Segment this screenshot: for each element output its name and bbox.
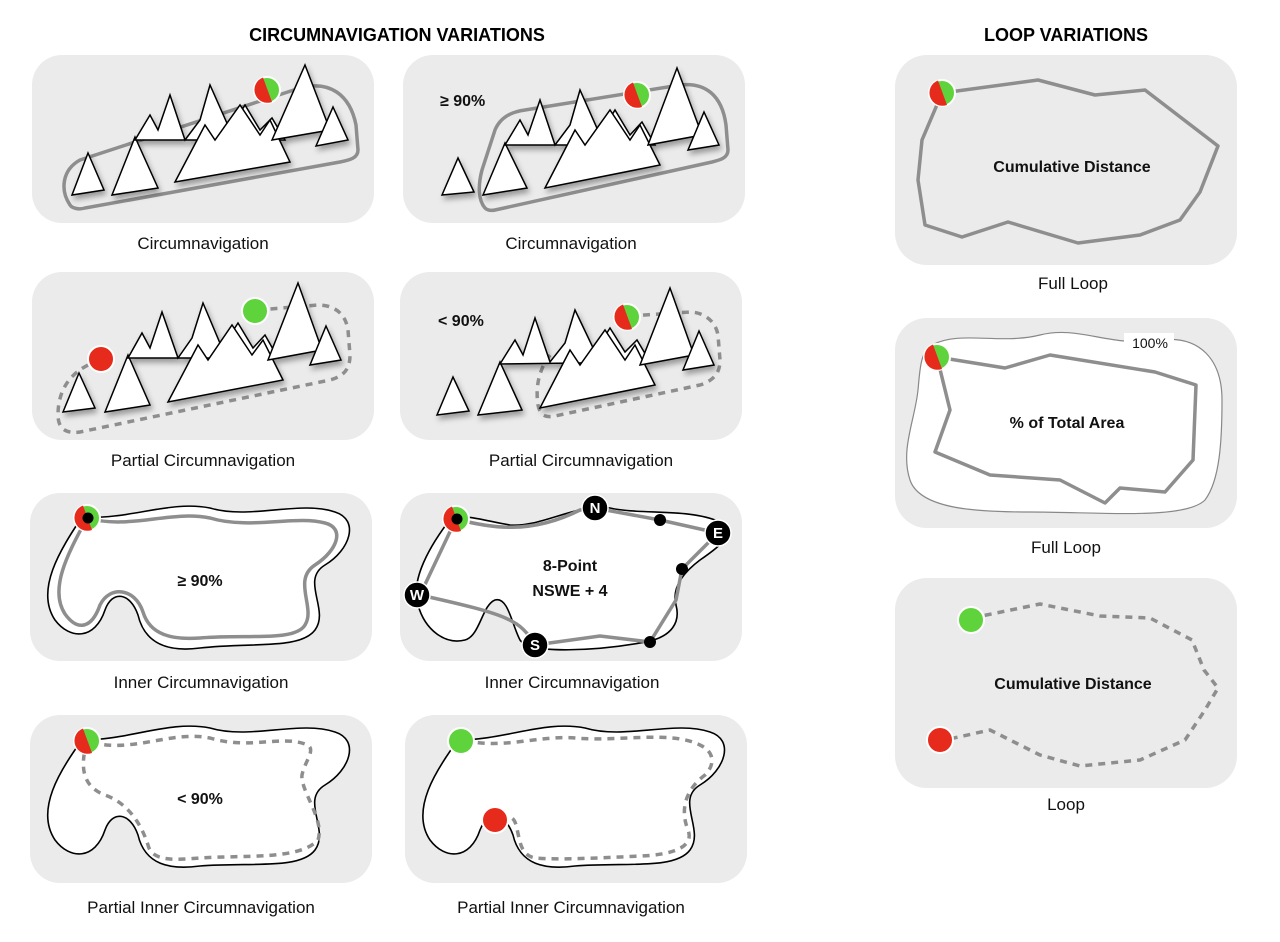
panel-circumnavigation-2: ≥ 90% Circumnavigation bbox=[403, 55, 745, 253]
panel-background bbox=[895, 55, 1237, 265]
panel-caption: Partial Circumnavigation bbox=[111, 451, 295, 470]
panel-caption: Full Loop bbox=[1031, 538, 1101, 557]
panel-partial-inner-circumnavigation-1: < 90% Partial Inner Circumnavigation bbox=[30, 715, 372, 917]
threshold-label: ≥ 90% bbox=[440, 93, 485, 110]
loop-section-title: LOOP VARIATIONS bbox=[984, 25, 1148, 45]
compass-point-north: N bbox=[581, 494, 609, 522]
panel-caption: Inner Circumnavigation bbox=[114, 673, 289, 692]
mountain-range bbox=[70, 63, 350, 196]
waypoint-dot bbox=[644, 636, 656, 648]
panel-caption: Circumnavigation bbox=[505, 234, 636, 253]
compass-label: W bbox=[410, 587, 425, 604]
panel-caption: Partial Inner Circumnavigation bbox=[87, 898, 315, 917]
mountain-range bbox=[440, 65, 721, 196]
route-line-dashed bbox=[464, 735, 714, 861]
panel-full-loop-area: 100% % of Total Area Full Loop bbox=[895, 318, 1237, 557]
threshold-label: < 90% bbox=[438, 313, 484, 330]
panel-circumnavigation-1: Circumnavigation bbox=[32, 55, 374, 253]
waypoint-dot bbox=[654, 514, 666, 526]
start-end-marker bbox=[928, 79, 956, 107]
method-label-line2: NSWE + 4 bbox=[532, 583, 607, 600]
panel-inner-circumnavigation-8point: N E W S 8-Point NSWE + 4 Inner Circumnav… bbox=[400, 493, 742, 692]
waypoint-dot bbox=[451, 513, 463, 525]
start-end-marker bbox=[623, 81, 651, 109]
compass-point-south: S bbox=[521, 631, 549, 659]
panel-background bbox=[895, 578, 1237, 788]
end-marker bbox=[926, 726, 954, 754]
panel-caption: Full Loop bbox=[1038, 274, 1108, 293]
compass-label: E bbox=[713, 525, 723, 542]
compass-point-west: W bbox=[403, 581, 431, 609]
island-outline bbox=[46, 505, 351, 650]
start-end-marker bbox=[923, 343, 951, 371]
method-label-line1: 8-Point bbox=[543, 558, 598, 575]
panel-caption: Inner Circumnavigation bbox=[485, 673, 660, 692]
start-marker bbox=[447, 727, 475, 755]
start-marker bbox=[957, 606, 985, 634]
panel-loop-distance: Cumulative Distance Loop bbox=[895, 578, 1237, 814]
threshold-label: ≥ 90% bbox=[177, 573, 222, 590]
threshold-label: < 90% bbox=[177, 791, 223, 808]
route-line bbox=[62, 84, 360, 211]
route-line bbox=[477, 82, 730, 213]
start-end-marker bbox=[73, 727, 101, 755]
panel-partial-circumnavigation-1: Partial Circumnavigation bbox=[32, 272, 374, 470]
waypoint-dot bbox=[676, 563, 688, 575]
route-line-dashed bbox=[56, 303, 352, 435]
metric-label: Cumulative Distance bbox=[994, 676, 1151, 693]
start-end-marker bbox=[613, 303, 641, 331]
percent-label: 100% bbox=[1132, 335, 1168, 351]
circumnavigation-section-title: CIRCUMNAVIGATION VARIATIONS bbox=[249, 25, 545, 45]
total-area-outline bbox=[906, 331, 1223, 515]
percent-label-background bbox=[1124, 333, 1174, 351]
end-marker bbox=[481, 806, 509, 834]
panel-caption: Circumnavigation bbox=[137, 234, 268, 253]
compass-label: N bbox=[590, 500, 601, 517]
panel-inner-circumnavigation-1: ≥ 90% Inner Circumnavigation bbox=[30, 493, 372, 692]
waypoint-dot bbox=[82, 512, 94, 524]
mountain-range bbox=[435, 285, 716, 416]
end-marker bbox=[87, 345, 115, 373]
compass-label: S bbox=[530, 637, 540, 654]
panel-partial-circumnavigation-2: < 90% Partial Circumnavigation bbox=[400, 272, 742, 470]
compass-point-east: E bbox=[704, 519, 732, 547]
panel-caption: Partial Inner Circumnavigation bbox=[457, 898, 685, 917]
island-outline bbox=[422, 725, 726, 868]
panel-partial-inner-circumnavigation-2: Partial Inner Circumnavigation bbox=[405, 715, 747, 917]
panel-caption: Loop bbox=[1047, 795, 1085, 814]
island-outline bbox=[46, 725, 351, 868]
route-line-dashed bbox=[535, 310, 722, 419]
route-line bbox=[916, 78, 1220, 245]
route-line bbox=[57, 514, 339, 641]
panel-full-loop-distance: Cumulative Distance Full Loop bbox=[895, 55, 1237, 293]
route-line bbox=[933, 353, 1198, 505]
route-line-dashed bbox=[81, 734, 321, 862]
panel-caption: Partial Circumnavigation bbox=[489, 451, 673, 470]
start-marker bbox=[241, 297, 269, 325]
metric-label: % of Total Area bbox=[1010, 415, 1125, 432]
route-line bbox=[418, 506, 720, 647]
metric-label: Cumulative Distance bbox=[993, 159, 1150, 176]
start-end-marker bbox=[253, 76, 281, 104]
mountain-range bbox=[61, 280, 343, 413]
